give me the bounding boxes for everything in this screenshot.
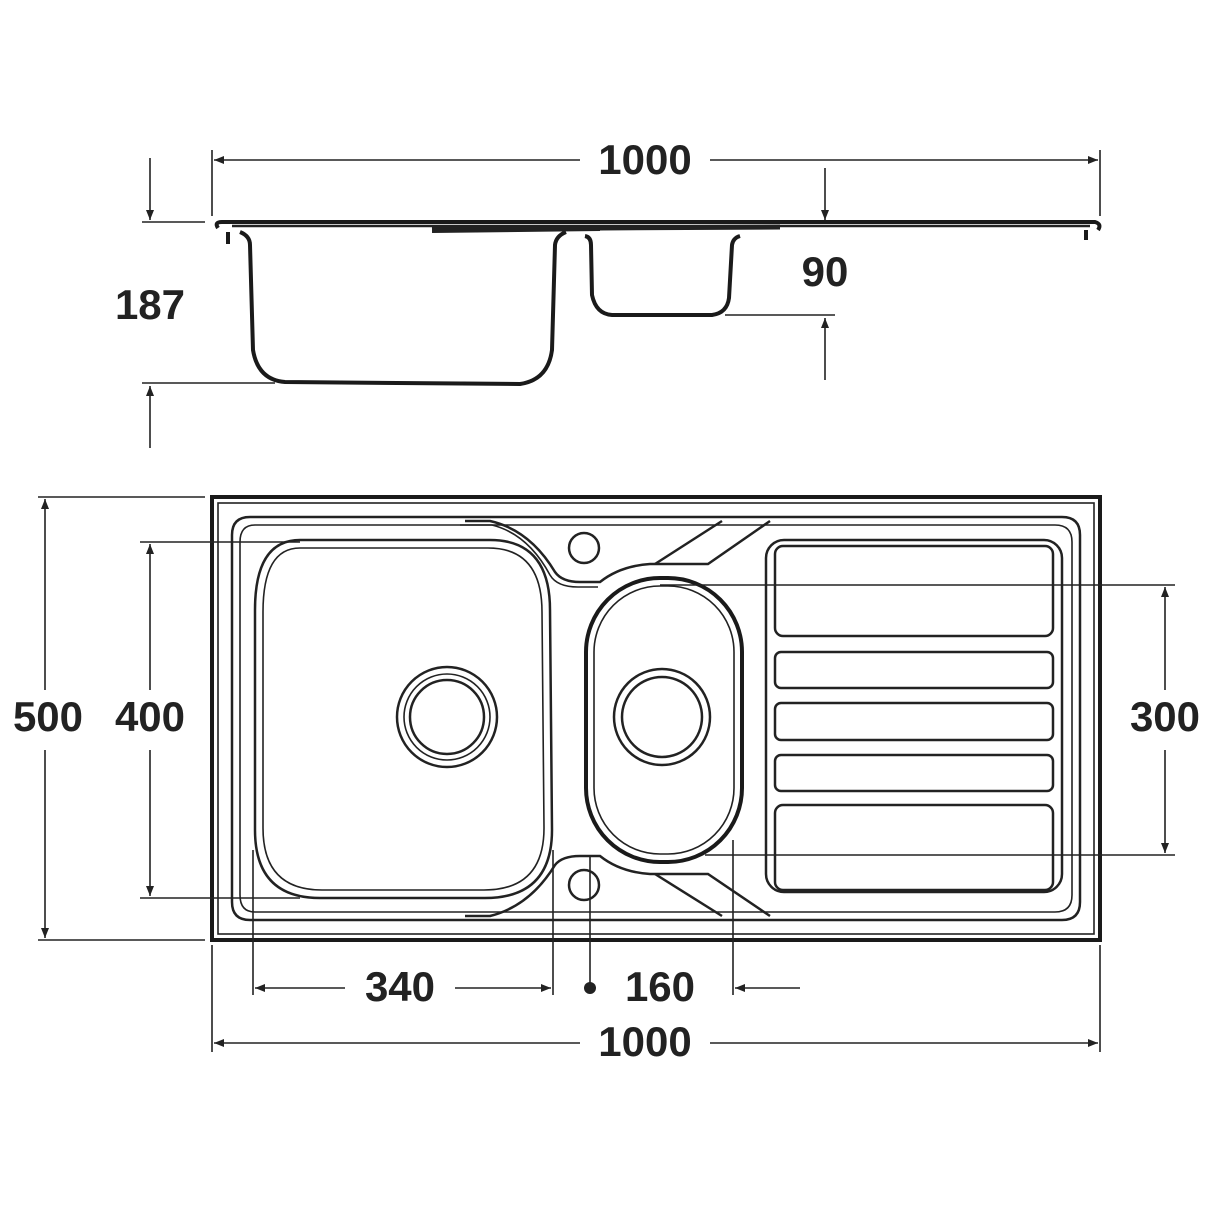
side-view: 1000 187 90 xyxy=(115,136,1102,448)
large-bowl-profile xyxy=(239,230,567,387)
sink-rim-profile xyxy=(214,220,1102,232)
drainer-area xyxy=(764,538,1064,894)
large-bowl-length-label: 400 xyxy=(115,693,185,740)
large-bowl-width-label: 340 xyxy=(365,963,435,1010)
sink-inner-border xyxy=(230,515,1082,922)
small-bowl-drain xyxy=(612,667,712,767)
large-bowl-depth-label: 187 xyxy=(115,281,185,328)
small-bowl xyxy=(584,576,744,864)
tap-hole-bottom xyxy=(567,868,601,902)
large-bowl xyxy=(253,538,554,900)
small-bowl-profile xyxy=(584,234,741,317)
sink-outer-frame xyxy=(210,495,1102,942)
large-bowl-drain xyxy=(395,665,499,769)
small-bowl-depth-label: 90 xyxy=(802,248,849,295)
tap-hole-top xyxy=(567,531,601,565)
plan-view: 500 400 300 340 160 1000 xyxy=(13,495,1200,1065)
plan-width-label: 1000 xyxy=(598,1018,691,1065)
small-bowl-length-label: 300 xyxy=(1130,693,1200,740)
side-width-label: 1000 xyxy=(598,136,691,183)
overall-depth-label: 500 xyxy=(13,693,83,740)
small-bowl-width-label: 160 xyxy=(625,963,695,1010)
